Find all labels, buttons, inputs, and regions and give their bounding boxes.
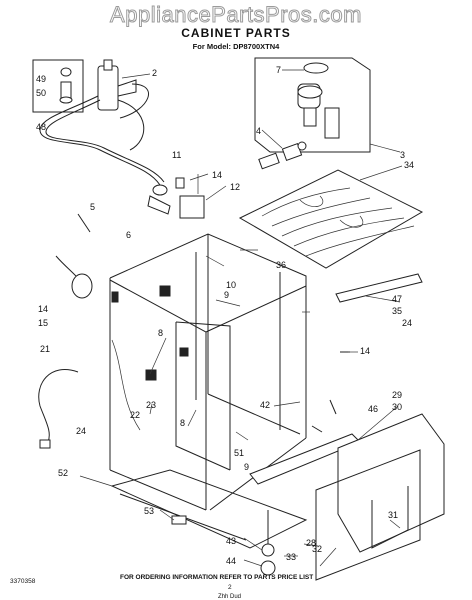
callout: 46 xyxy=(368,404,378,414)
watermark: AppliancePartsPros.com xyxy=(110,2,362,28)
callout: 12 xyxy=(230,182,240,192)
callout: 8 xyxy=(158,328,163,338)
callout: 9 xyxy=(244,462,249,472)
callout: 7 xyxy=(276,65,281,75)
callout-numbers: 2 3 4 5 6 7 8 8 9 9 10 11 12 14 14 14 15… xyxy=(36,65,414,566)
callout: 50 xyxy=(36,88,46,98)
callout: 5 xyxy=(90,202,95,212)
callout: 14 xyxy=(360,346,370,356)
callout: 36 xyxy=(276,260,286,270)
callout: 42 xyxy=(260,400,270,410)
diagram-title: CABINET PARTS xyxy=(181,26,291,40)
callout: 22 xyxy=(130,410,140,420)
callout: 35 xyxy=(392,306,402,316)
callout: 10 xyxy=(226,280,236,290)
callout: 31 xyxy=(388,510,398,520)
callout: 48 xyxy=(36,122,46,132)
callout: 30 xyxy=(392,402,402,412)
access-panel xyxy=(337,413,445,553)
inset-box-right xyxy=(254,57,371,153)
page-mark: Zhh Dud xyxy=(218,594,242,600)
ordering-info: FOR ORDERING INFORMATION REFER TO PARTS … xyxy=(120,574,314,581)
callout: 14 xyxy=(38,304,48,314)
callout: 2 xyxy=(152,68,157,78)
callout: 14 xyxy=(212,170,222,180)
page-number: 2 xyxy=(228,584,232,591)
terminal-block xyxy=(179,195,205,219)
drawing-code: 3370358 xyxy=(10,578,36,585)
callout: 15 xyxy=(38,318,48,328)
callout: 11 xyxy=(172,150,181,160)
callout: 52 xyxy=(58,468,68,478)
callout: 24 xyxy=(402,318,412,328)
callout: 29 xyxy=(392,390,402,400)
callout: 24 xyxy=(76,426,86,436)
callout: 32 xyxy=(312,544,322,554)
lower-panel xyxy=(315,449,421,581)
callout: 44 xyxy=(226,556,236,566)
callout: 6 xyxy=(126,230,131,240)
inset-box-left xyxy=(32,59,84,113)
inlet-valve xyxy=(97,65,119,111)
callout: 49 xyxy=(36,74,46,84)
power-cord xyxy=(38,369,79,443)
base-pan xyxy=(110,469,308,549)
callout: 9 xyxy=(224,290,229,300)
callout: 4 xyxy=(256,126,261,136)
callout: 28 xyxy=(306,538,316,548)
callout: 3 xyxy=(400,150,405,160)
callout: 47 xyxy=(392,294,402,304)
callout: 34 xyxy=(404,160,414,170)
callout: 53 xyxy=(144,506,154,516)
callout: 51 xyxy=(234,448,244,458)
callout: 33 xyxy=(286,552,296,562)
cabinet-frame xyxy=(109,233,307,511)
callout: 21 xyxy=(40,344,50,354)
callout: 43 xyxy=(226,536,236,546)
model-subtitle: For Model: DP8700XTN4 xyxy=(192,42,280,51)
callout: 23 xyxy=(146,400,156,410)
callout: 8 xyxy=(180,418,185,428)
